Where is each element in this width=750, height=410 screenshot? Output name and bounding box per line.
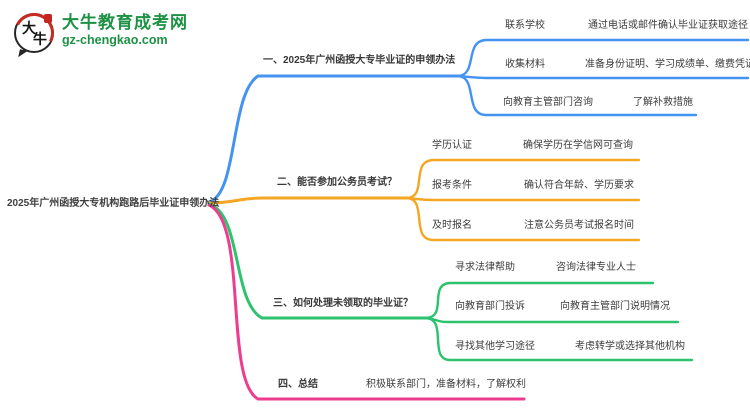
branch1-item1-value: 通过电话或邮件确认毕业证获取途径 (588, 20, 748, 31)
branch1-item3-line (456, 74, 698, 117)
branch2-item3-value: 注意公务员考试报名时间 (524, 220, 634, 231)
branch2-item2-line (405, 196, 641, 202)
branch2-lines (207, 158, 641, 242)
branch3-item1-value: 咨询法律专业人士 (556, 262, 636, 273)
branch4-main-curve (207, 203, 526, 401)
branch3-lines (207, 202, 694, 362)
site-logo: 大 牛 大牛教育成考网 gz-chengkao.com (8, 7, 188, 59)
branch2-item1-value: 确保学历在学信网可查询 (523, 140, 633, 151)
branch1-item3-value: 了解补救措施 (633, 97, 693, 108)
branch3-main-curve (207, 202, 428, 320)
branch1-lines (207, 38, 750, 204)
branch4-lines (207, 203, 526, 401)
branch2-item2-label: 报考条件 (432, 180, 472, 191)
branch2-item1-label: 学历认证 (432, 140, 472, 151)
central-topic: 2025年广州函授大专机构跑路后毕业证申领办法 (7, 198, 220, 209)
branch2-item3-label: 及时报名 (432, 220, 472, 231)
branch3-item2-label: 向教育部门投诉 (455, 301, 525, 312)
logo-text: 大牛教育成考网 gz-chengkao.com (62, 13, 188, 48)
branch1-item1-label: 联系学校 (505, 20, 545, 31)
logo-seal-icon (44, 14, 52, 23)
branch4-heading: 四、总结 (278, 379, 318, 390)
branch1-item2-line (456, 74, 750, 80)
branch3-heading: 三、如何处理未领取的毕业证？ (273, 298, 413, 309)
ox-logo-icon: 大 牛 (8, 7, 60, 59)
branch3-item1-line (424, 281, 655, 320)
branch1-item2-value: 准备身份证明、学习成绩单、缴费凭证 (585, 59, 750, 70)
branch1-item3-label: 向教育主管部门咨询 (503, 97, 593, 108)
site-url: gz-chengkao.com (62, 33, 168, 47)
branch3-item2-line (424, 316, 680, 324)
branch1-item1-line (456, 38, 750, 78)
logo-char-da: 大 (22, 20, 36, 36)
branch1-heading: 一、2025年广州函授大专毕业证的申领办法 (263, 55, 456, 66)
branch3-item3-line (424, 316, 694, 362)
branch2-item2-value: 确认符合年龄、学历要求 (524, 180, 634, 191)
branch2-main-curve (207, 196, 409, 205)
branch3-item3-value: 考虑转学或选择其他机构 (575, 341, 685, 352)
logo-char-niu: 牛 (33, 31, 47, 47)
site-name: 大牛教育成考网 (62, 13, 188, 32)
branch1-item2-label: 收集材料 (505, 59, 545, 70)
logo-speech-tail (18, 49, 28, 59)
branch2-heading: 二、能否参加公务员考试？ (277, 177, 397, 188)
branch3-item1-label: 寻求法律帮助 (455, 262, 515, 273)
branch2-item1-line (405, 158, 641, 200)
branch2-item3-line (405, 196, 641, 242)
branch4-summary: 积极联系部门，准备材料，了解权利 (366, 379, 526, 390)
branch1-main-curve (207, 74, 460, 204)
branch3-item2-value: 向教育主管部门说明情况 (560, 301, 670, 312)
branch3-item3-label: 寻找其他学习途径 (455, 341, 535, 352)
